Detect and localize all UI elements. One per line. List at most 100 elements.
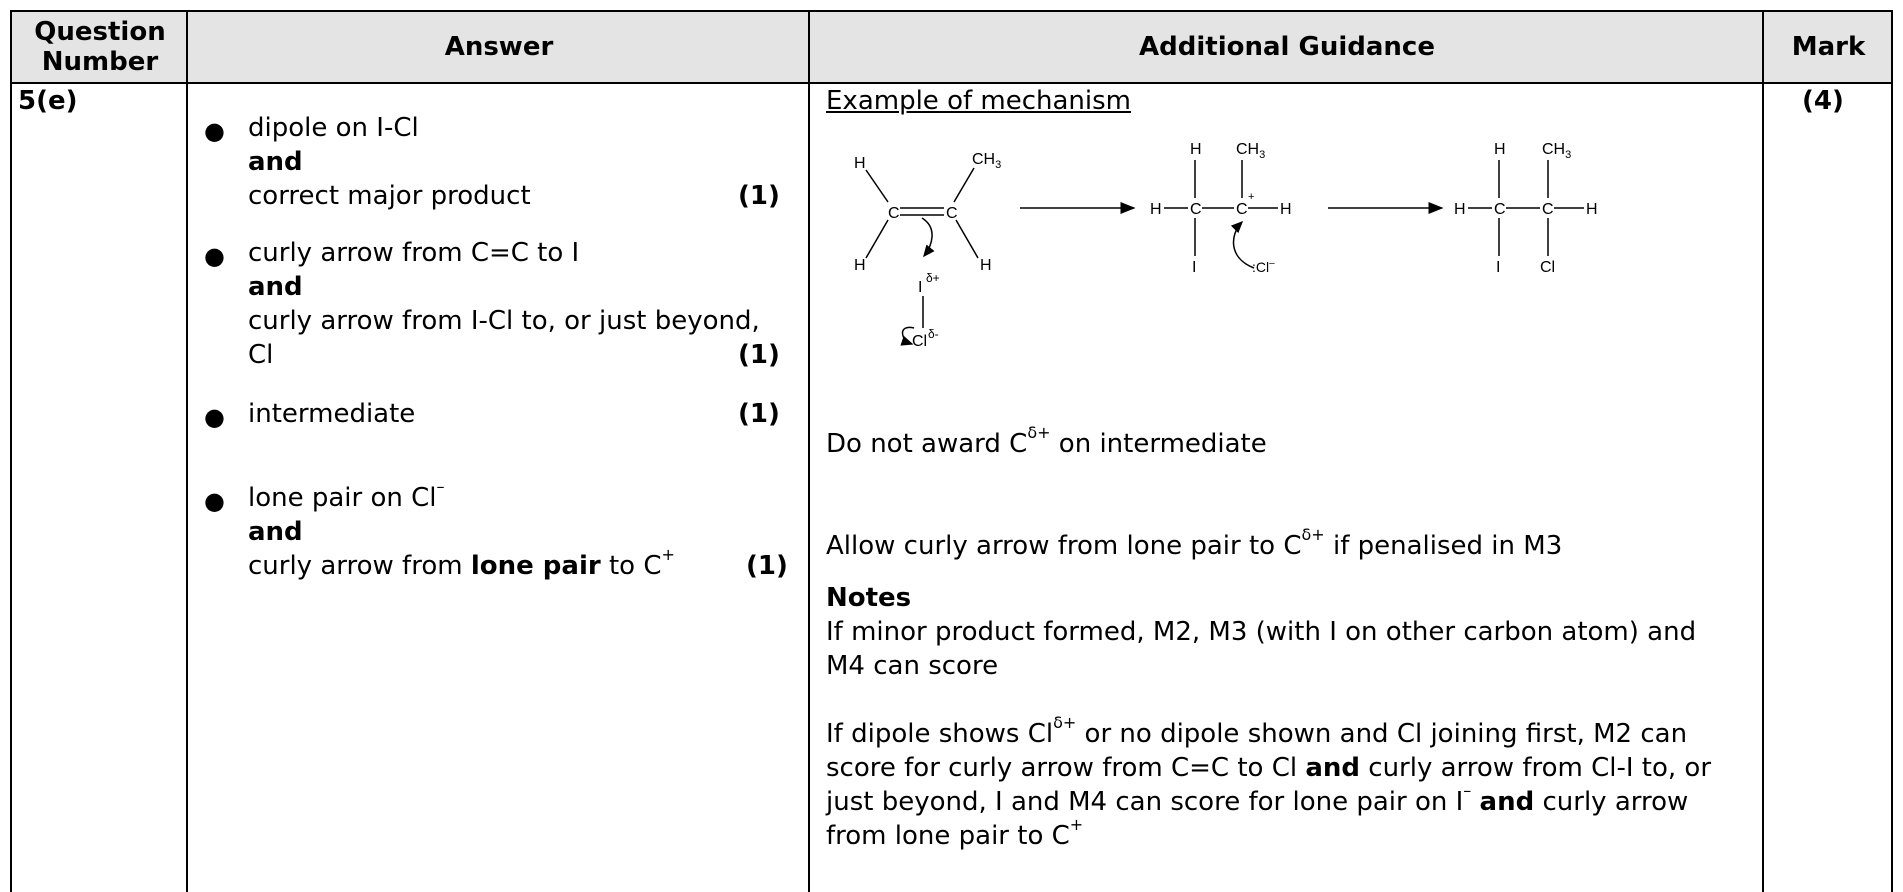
- column-divider: [186, 12, 188, 892]
- guidance-text: from lone pair to C+: [826, 817, 1083, 853]
- header-mark: Mark: [1791, 32, 1866, 62]
- partial-charge-label: δ+: [926, 271, 940, 285]
- superscript: +: [661, 545, 675, 565]
- guidance-text-part: If dipole shows Cl: [826, 719, 1054, 749]
- guidance-text-bold: and: [1305, 753, 1361, 783]
- bullet-icon: ●: [204, 487, 225, 515]
- guidance-text: Do not award C: [826, 429, 1028, 459]
- answer-text: curly arrow from C=C to I: [248, 238, 580, 268]
- guidance-text: just beyond, I and M4 can score for lone…: [826, 783, 1689, 819]
- guidance-text-part: or no dipole shown and Cl joining first,…: [1076, 719, 1688, 749]
- chloride-label: :Cl: [1252, 259, 1269, 275]
- atom-c: C: [888, 205, 900, 222]
- subscript: 3: [995, 159, 1001, 171]
- intermediate-bonds: [1164, 160, 1278, 269]
- superscript: δ+: [1027, 423, 1051, 443]
- atom-c: C: [1542, 201, 1554, 218]
- notes-heading: Notes: [826, 583, 912, 613]
- atom-i: I: [1496, 259, 1500, 276]
- header-qn-line2: Number: [41, 47, 159, 77]
- atom-h: H: [980, 257, 992, 274]
- total-mark: (4): [1802, 86, 1844, 116]
- atom-h: H: [1494, 141, 1506, 158]
- guidance-text: if penalised in M3: [1324, 531, 1563, 561]
- positive-charge-label: +: [1248, 191, 1254, 203]
- answer-text: curly arrow from lone pair to C+: [248, 547, 675, 583]
- atom-h: H: [1280, 201, 1292, 218]
- product-bonds: [1468, 160, 1584, 256]
- atom-c: C: [946, 205, 958, 222]
- carbocation-intermediate: H CH3 H C C + H I :Cl–: [1150, 141, 1292, 276]
- mechanism-diagram: H CH3 C C H H I δ+ Cl δ- H CH3 H C C + H…: [854, 141, 1598, 350]
- header-divider: [12, 82, 1891, 84]
- header-answer: Answer: [444, 32, 554, 62]
- atom-ch: CH: [1236, 141, 1259, 158]
- mechanism-heading: Example of mechanism: [826, 86, 1131, 116]
- answer-text: lone pair on Cl–: [248, 479, 445, 515]
- answer-text: correct major product: [248, 181, 531, 211]
- alkene-reactant: H CH3 C C H H I δ+ Cl δ-: [854, 151, 1001, 350]
- methyl-group: CH3: [972, 151, 1001, 171]
- atom-h: H: [854, 155, 866, 172]
- superscript: –: [436, 477, 445, 497]
- methyl-group: CH3: [1542, 141, 1571, 161]
- bullet-icon: ●: [204, 403, 225, 431]
- partial-charge-label: δ-: [928, 327, 939, 341]
- haloalkane-product: H CH3 H C C H I Cl: [1454, 141, 1598, 276]
- atom-ch: CH: [1542, 141, 1565, 158]
- guidance-text-part: curly arrow from Cl-I to, or: [1360, 753, 1712, 783]
- bullet-icon: ●: [204, 242, 225, 270]
- header-guidance: Additional Guidance: [1139, 32, 1435, 62]
- column-divider: [808, 12, 810, 892]
- answer-connector: and: [248, 147, 303, 177]
- guidance-do-not-award: Do not award Cδ+ on intermediate: [826, 425, 1267, 461]
- superscript: –: [1463, 781, 1472, 801]
- superscript: δ+: [1301, 525, 1325, 545]
- header-qn-line1: Question: [34, 17, 166, 47]
- atom-cl: Cl: [912, 333, 927, 350]
- guidance-text: M4 can score: [826, 651, 999, 681]
- guidance-text: score for curly arrow from C=C to Cl and…: [826, 751, 1711, 785]
- atom-h: H: [1454, 201, 1466, 218]
- guidance-text-part: curly arrow: [1534, 787, 1689, 817]
- answer-text-part: to C: [600, 551, 662, 581]
- answer-text: Cl: [248, 340, 274, 370]
- atom-ch: CH: [972, 151, 995, 168]
- answer-connector: and: [248, 272, 303, 302]
- guidance-allow: Allow curly arrow from lone pair to Cδ+ …: [826, 527, 1563, 563]
- atom-i: I: [918, 279, 922, 296]
- superscript: δ+: [1053, 713, 1077, 733]
- guidance-text: Allow curly arrow from lone pair to C: [826, 531, 1302, 561]
- guidance-text-part: [1471, 787, 1479, 817]
- guidance-text-part: from lone pair to C: [826, 821, 1070, 851]
- guidance-text: on intermediate: [1050, 429, 1267, 459]
- alkene-bonds: [865, 167, 979, 346]
- superscript: +: [1069, 815, 1084, 835]
- subscript: 3: [1259, 149, 1265, 161]
- subscript: 3: [1565, 149, 1571, 161]
- bullet-icon: ●: [204, 117, 225, 145]
- atom-i: I: [1192, 259, 1196, 276]
- answer-text: dipole on I-Cl: [248, 113, 419, 143]
- answer-text: intermediate: [248, 399, 416, 429]
- guidance-text-bold: and: [1479, 787, 1535, 817]
- column-divider: [1762, 12, 1764, 892]
- atom-h: H: [1190, 141, 1202, 158]
- guidance-text: If dipole shows Clδ+ or no dipole shown …: [826, 715, 1688, 751]
- guidance-text: If minor product formed, M2, M3 (with I …: [826, 617, 1697, 647]
- superscript: –: [1269, 258, 1275, 269]
- answer-mark: (1): [738, 399, 780, 429]
- question-number: 5(e): [18, 86, 78, 116]
- guidance-text-part: score for curly arrow from C=C to Cl: [826, 753, 1306, 783]
- answer-text: curly arrow from I-Cl to, or just beyond…: [248, 306, 760, 336]
- methyl-group: CH3: [1236, 141, 1265, 161]
- answer-mark: (1): [738, 181, 780, 211]
- atom-c: C: [1236, 201, 1248, 218]
- atom-h: H: [1150, 201, 1162, 218]
- atom-c: C: [1494, 201, 1506, 218]
- answer-mark: (1): [746, 551, 788, 581]
- answer-text-bold: lone pair: [470, 551, 601, 581]
- atom-c: C: [1190, 201, 1202, 218]
- answer-mark: (1): [738, 340, 780, 370]
